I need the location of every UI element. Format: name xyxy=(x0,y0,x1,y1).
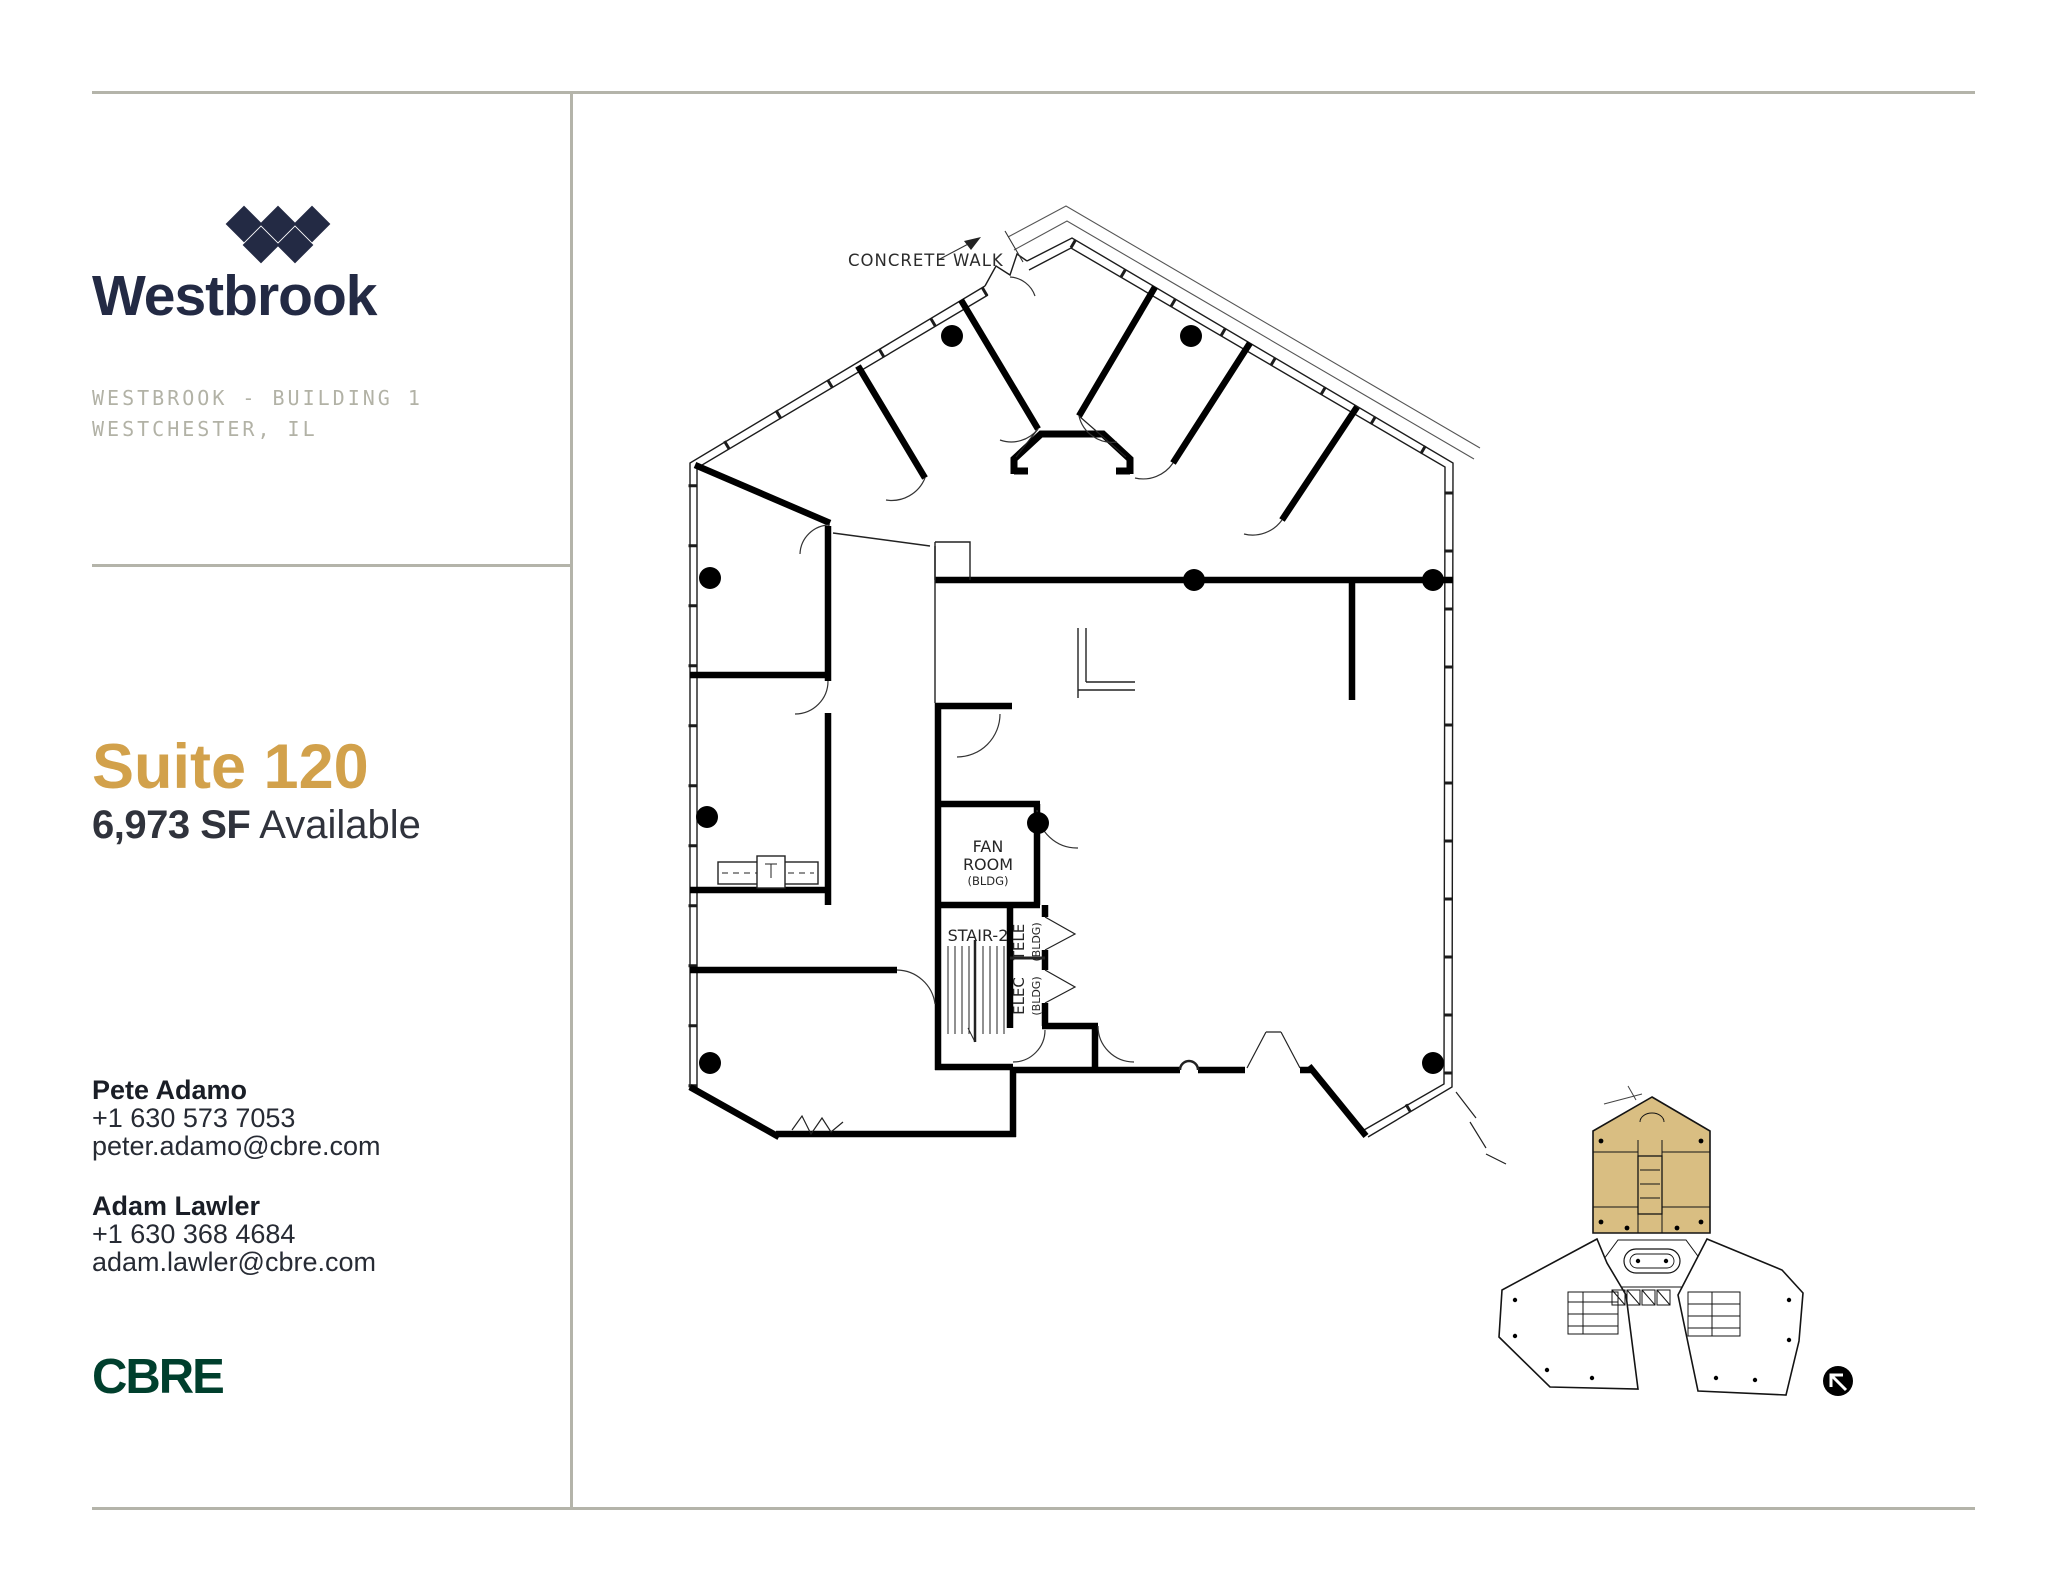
building-name: WESTBROOK - BUILDING 1 xyxy=(92,386,423,410)
key-plan-suite-detail xyxy=(1593,1112,1710,1233)
north-arrow-icon xyxy=(1823,1366,1853,1396)
suite-title: Suite 120 xyxy=(92,732,369,802)
key-plan-wing-columns xyxy=(1512,1297,1792,1383)
brand-wordmark: Westbrook xyxy=(92,264,378,328)
leader-arrow-icon xyxy=(964,237,981,250)
contact-email: peter.adamo@cbre.com xyxy=(92,1131,381,1161)
building-city: WESTCHESTER, IL xyxy=(92,417,318,441)
key-plan-columns xyxy=(1598,1138,1704,1231)
tele-sub-label: (BLDG) xyxy=(1030,922,1043,961)
concrete-walk-label: CONCRETE WALK xyxy=(848,251,1004,270)
area-line: 6,973 SF Available xyxy=(92,803,421,848)
plan-thin-details xyxy=(717,415,1507,1165)
room-labels: FAN ROOM (BLDG) STAIR-2 TELE (BLDG) ELEC… xyxy=(948,837,1043,1016)
contact-email: adam.lawler@cbre.com xyxy=(92,1247,377,1277)
contact-name: Pete Adamo xyxy=(92,1075,248,1105)
top-rule xyxy=(92,91,1975,94)
contact-card: Adam Lawler +1 630 368 4684 adam.lawler@… xyxy=(92,1192,376,1276)
panel-rule xyxy=(92,564,570,567)
plan-walls xyxy=(688,285,1453,1140)
stair-label: STAIR-2 xyxy=(948,926,1009,945)
key-plan-highlighted-suite xyxy=(1592,1096,1711,1234)
building-caption: WESTBROOK - BUILDING 1 WESTCHESTER, IL xyxy=(92,383,423,445)
contact-phone: +1 630 573 7053 xyxy=(92,1103,296,1133)
elec-label: ELEC xyxy=(1010,977,1028,1015)
panel-divider xyxy=(570,91,573,1510)
tele-label: TELE xyxy=(1010,924,1028,961)
contact-name: Adam Lawler xyxy=(92,1191,261,1221)
curtain-wall xyxy=(688,237,1454,1138)
fan-room-label: ROOM xyxy=(963,855,1013,874)
concrete-walk-leader xyxy=(937,230,1024,263)
fan-room-label: FAN xyxy=(973,837,1004,856)
column-dots xyxy=(696,325,1444,1074)
contact-card: Pete Adamo +1 630 573 7053 peter.adamo@c… xyxy=(92,1076,381,1160)
area-availability: Available xyxy=(259,803,421,847)
elec-sub-label: (BLDG) xyxy=(1030,976,1043,1015)
bottom-rule xyxy=(92,1507,1975,1510)
cbre-logo: CBRE xyxy=(92,1350,225,1404)
area-value: 6,973 SF xyxy=(92,803,251,847)
fan-room-sub-label: (BLDG) xyxy=(967,874,1008,888)
contact-phone: +1 630 368 4684 xyxy=(92,1219,296,1249)
key-plan-wing-detail xyxy=(1567,1289,1741,1337)
key-plan xyxy=(1498,1085,1853,1396)
concrete-walk-lines xyxy=(1007,205,1481,460)
lobby-canopy xyxy=(1010,430,1134,475)
